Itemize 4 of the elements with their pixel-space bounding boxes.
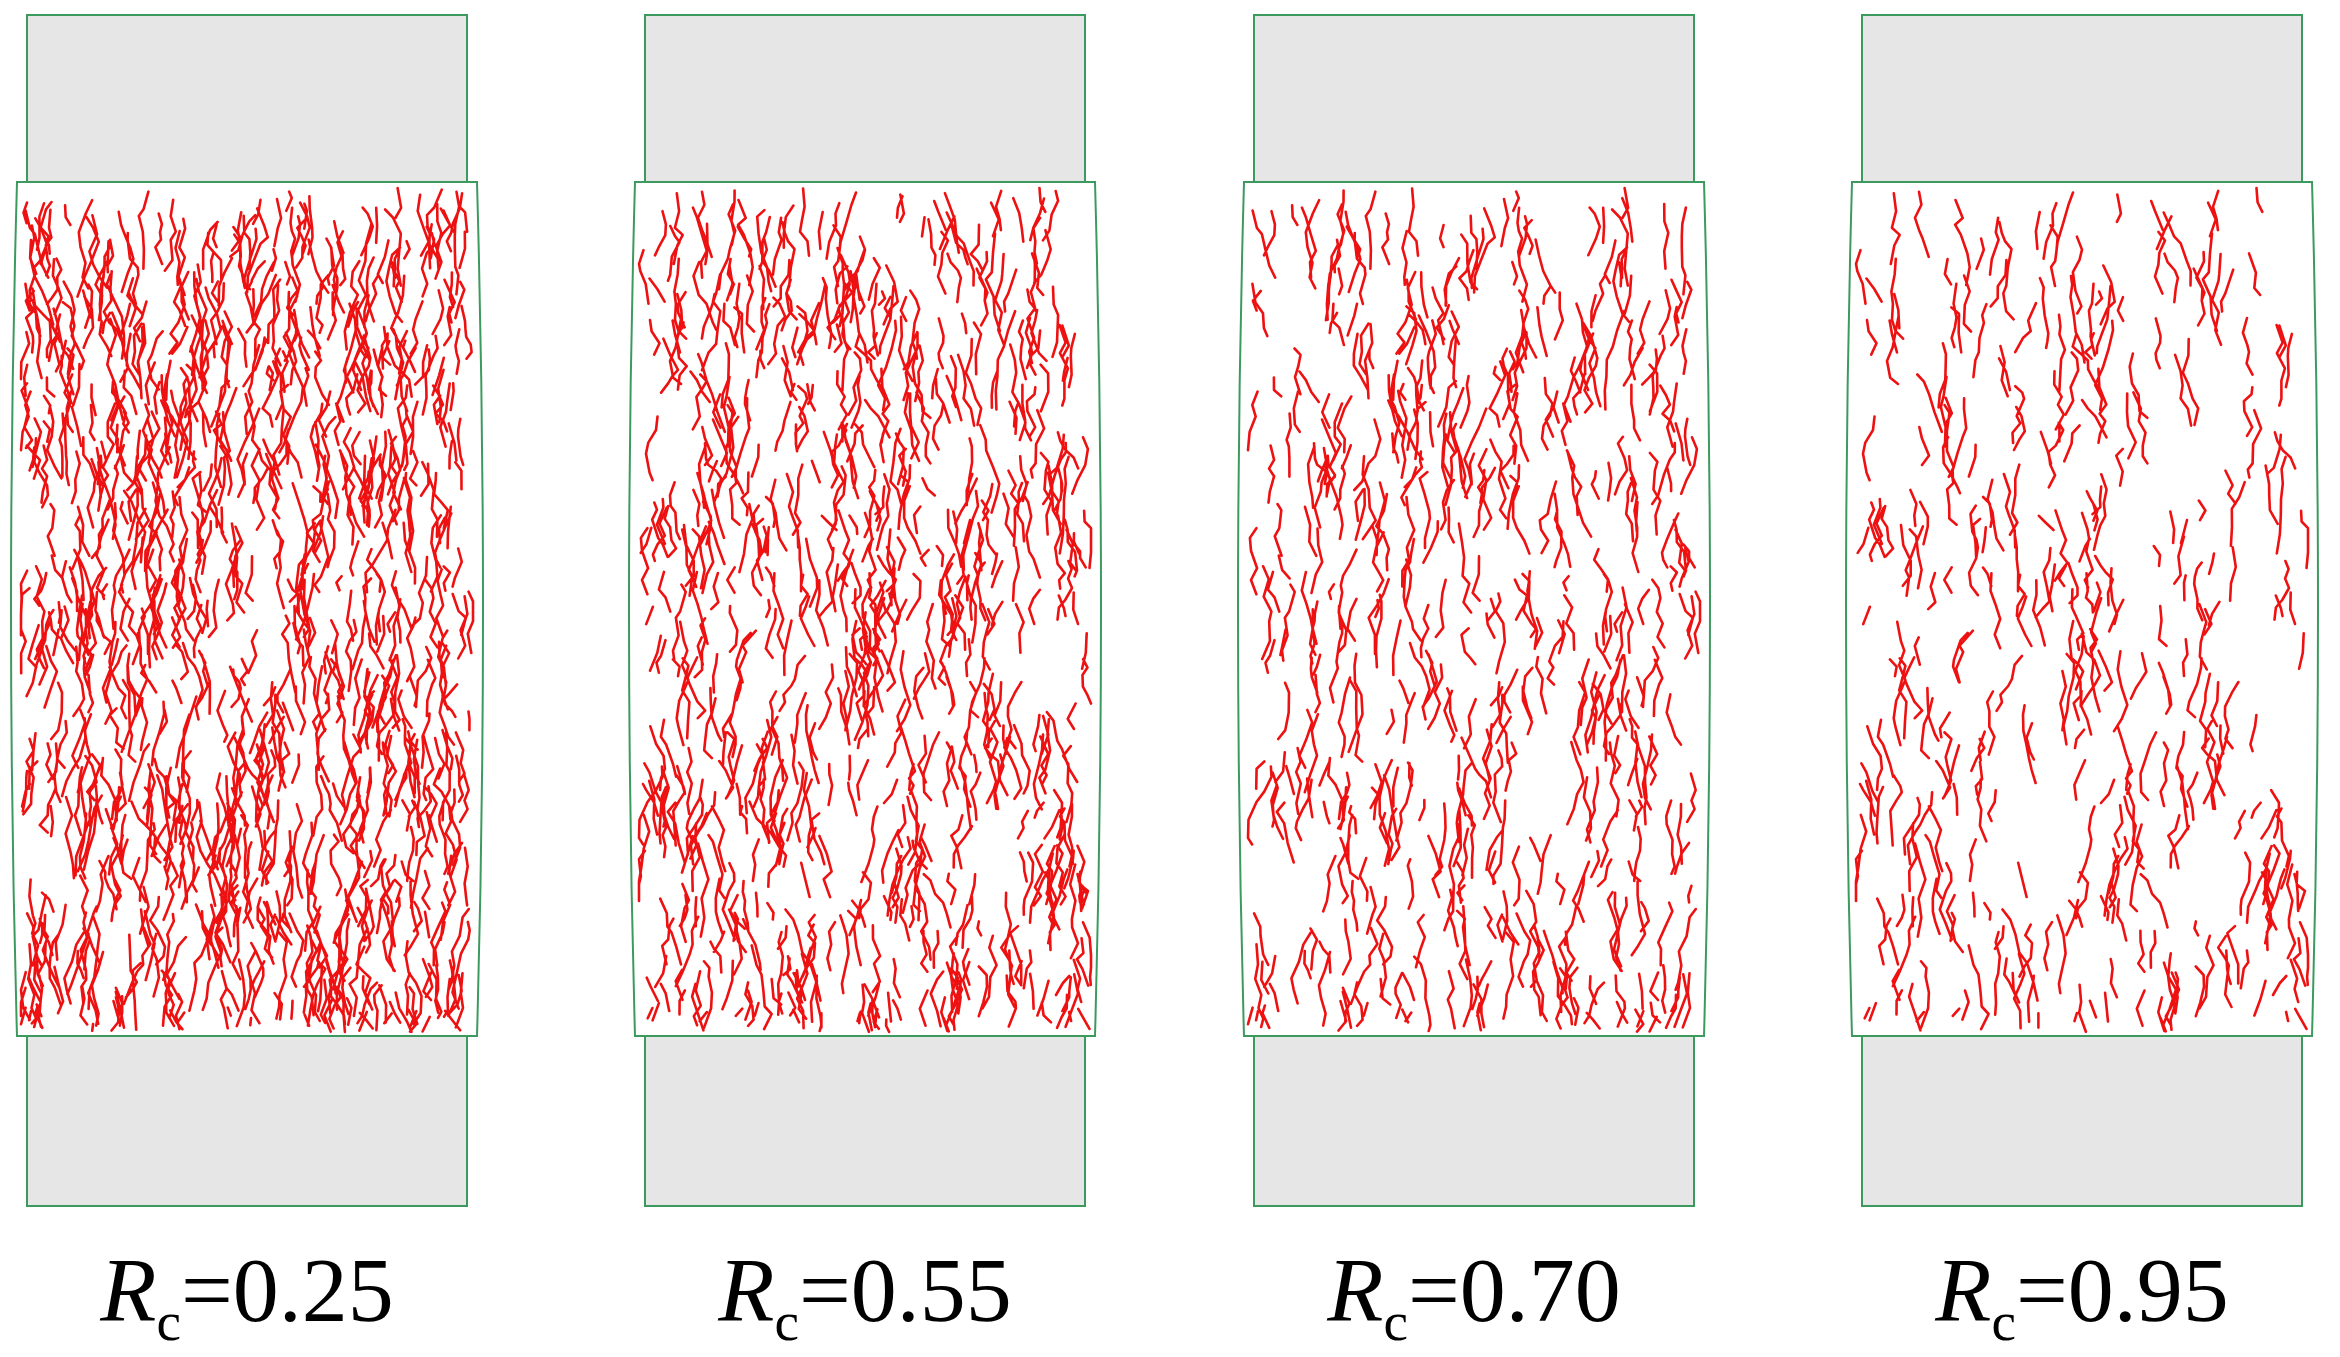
- specimen-label: R$_{c}$=0.25: [99, 1240, 395, 1354]
- specimen-label: R$_{c}$=0.95: [1934, 1240, 2230, 1354]
- specimen-label: R$_{c}$=0.70: [1326, 1240, 1622, 1354]
- specimen-label: R$_{c}$=0.55: [717, 1240, 1013, 1354]
